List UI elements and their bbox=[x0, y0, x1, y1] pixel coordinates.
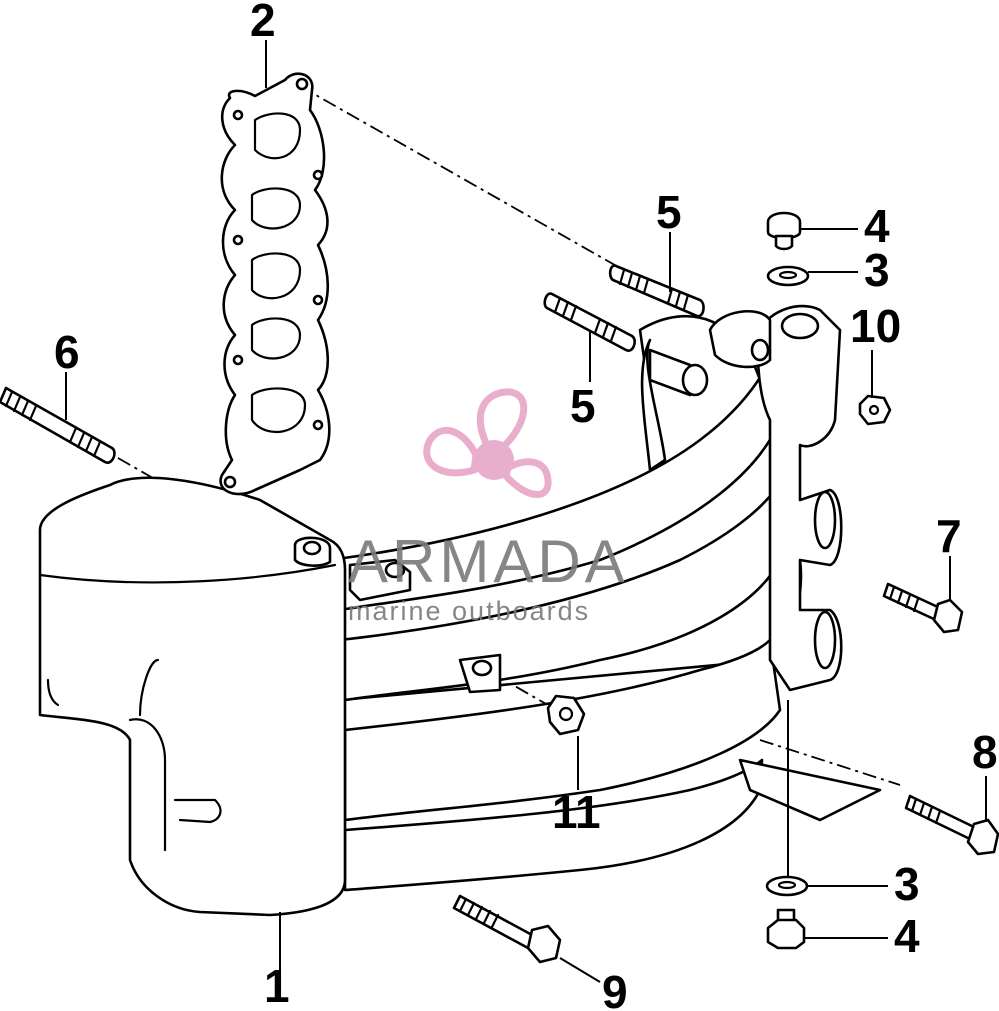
part-4-plug-upper bbox=[766, 211, 802, 251]
callout-8: 8 bbox=[972, 726, 998, 778]
callout-3-upper: 3 bbox=[864, 244, 890, 296]
part-2-manifold-gasket bbox=[219, 72, 331, 496]
part-8-bolt bbox=[904, 794, 999, 856]
propeller-logo-icon bbox=[423, 388, 552, 498]
callout-7: 7 bbox=[936, 510, 962, 562]
callout-5-upper: 5 bbox=[656, 186, 682, 238]
callout-2: 2 bbox=[250, 0, 276, 46]
part-5-stud-lower bbox=[543, 292, 636, 352]
part-5-stud-upper bbox=[608, 264, 705, 318]
part-1-exhaust-manifold bbox=[38, 304, 882, 917]
part-7-bolt bbox=[882, 582, 964, 634]
callout-4-lower: 4 bbox=[894, 910, 920, 962]
callout-4-upper: 4 bbox=[864, 200, 890, 252]
part-10-nut bbox=[858, 394, 892, 426]
callout-labels: 2 1 4 3 5 5 10 6 7 8 11 3 4 9 bbox=[54, 0, 998, 1011]
callout-11: 11 bbox=[552, 786, 601, 838]
part-3-washer-lower bbox=[765, 875, 809, 897]
callout-leaders bbox=[65, 40, 987, 983]
watermark-tagline: marine outboards bbox=[348, 596, 590, 626]
part-4-plug-lower bbox=[766, 908, 806, 950]
part-11-nut bbox=[546, 694, 586, 736]
armada-watermark: ARMADA marine outboards bbox=[348, 388, 629, 626]
watermark-brand: ARMADA bbox=[348, 528, 629, 595]
callout-5-lower: 5 bbox=[570, 380, 596, 432]
callout-9: 9 bbox=[602, 966, 628, 1011]
part-3-washer-upper bbox=[766, 265, 810, 287]
callout-6: 6 bbox=[54, 326, 80, 378]
part-9-bolt bbox=[452, 894, 562, 964]
callout-3-lower: 3 bbox=[894, 858, 920, 910]
callout-1: 1 bbox=[264, 960, 290, 1011]
part-6-long-stud bbox=[0, 386, 116, 464]
callout-10: 10 bbox=[850, 300, 901, 352]
